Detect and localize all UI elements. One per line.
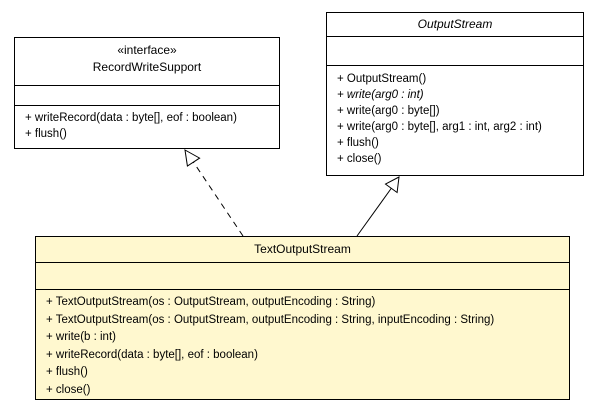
method: + flush() — [46, 366, 88, 378]
stereotype-label: «interface» — [117, 43, 177, 57]
method: + writeRecord(data : byte[], eof : boole… — [25, 112, 237, 124]
generalization-edge — [356, 187, 392, 237]
realization-edge — [191, 159, 244, 237]
class-output-stream[interactable]: OutputStream + OutputStream() + write(ar… — [326, 12, 584, 176]
attributes-section — [15, 85, 279, 105]
class-header: OutputStream — [327, 13, 583, 36]
realization-arrowhead — [184, 149, 201, 167]
methods-section: + writeRecord(data : byte[], eof : boole… — [15, 105, 279, 145]
method: + write(arg0 : byte[], arg1 : int, arg2 … — [337, 121, 542, 133]
method: + write(arg0 : byte[]) — [337, 105, 440, 117]
class-name: OutputStream — [417, 17, 493, 31]
method: + OutputStream() — [337, 73, 427, 85]
class-header: TextOutputStream — [36, 237, 569, 262]
method: + write(b : int) — [46, 331, 116, 343]
methods-section: + TextOutputStream(os : OutputStream, ou… — [36, 289, 569, 402]
class-header: «interface» RecordWriteSupport — [15, 38, 279, 85]
methods-section: + OutputStream() + write(arg0 : int) + w… — [327, 65, 583, 170]
method: + writeRecord(data : byte[], eof : boole… — [46, 348, 258, 361]
method: + close() — [46, 383, 91, 396]
method: + flush() — [337, 137, 379, 149]
class-text-output-stream[interactable]: TextOutputStream + TextOutputStream(os :… — [35, 236, 570, 400]
method: + write(arg0 : int) — [337, 89, 424, 101]
method: + flush() — [25, 128, 67, 140]
class-name: TextOutputStream — [254, 242, 351, 256]
generalization-arrowhead — [384, 176, 400, 194]
method: + TextOutputStream(os : OutputStream, ou… — [46, 296, 376, 308]
attributes-section — [327, 36, 583, 65]
method: + TextOutputStream(os : OutputStream, ou… — [46, 313, 495, 326]
attributes-section — [36, 262, 569, 289]
class-name: RecordWriteSupport — [92, 60, 202, 74]
class-record-write-support[interactable]: «interface» RecordWriteSupport + writeRe… — [14, 37, 280, 149]
method: + close() — [337, 153, 382, 165]
